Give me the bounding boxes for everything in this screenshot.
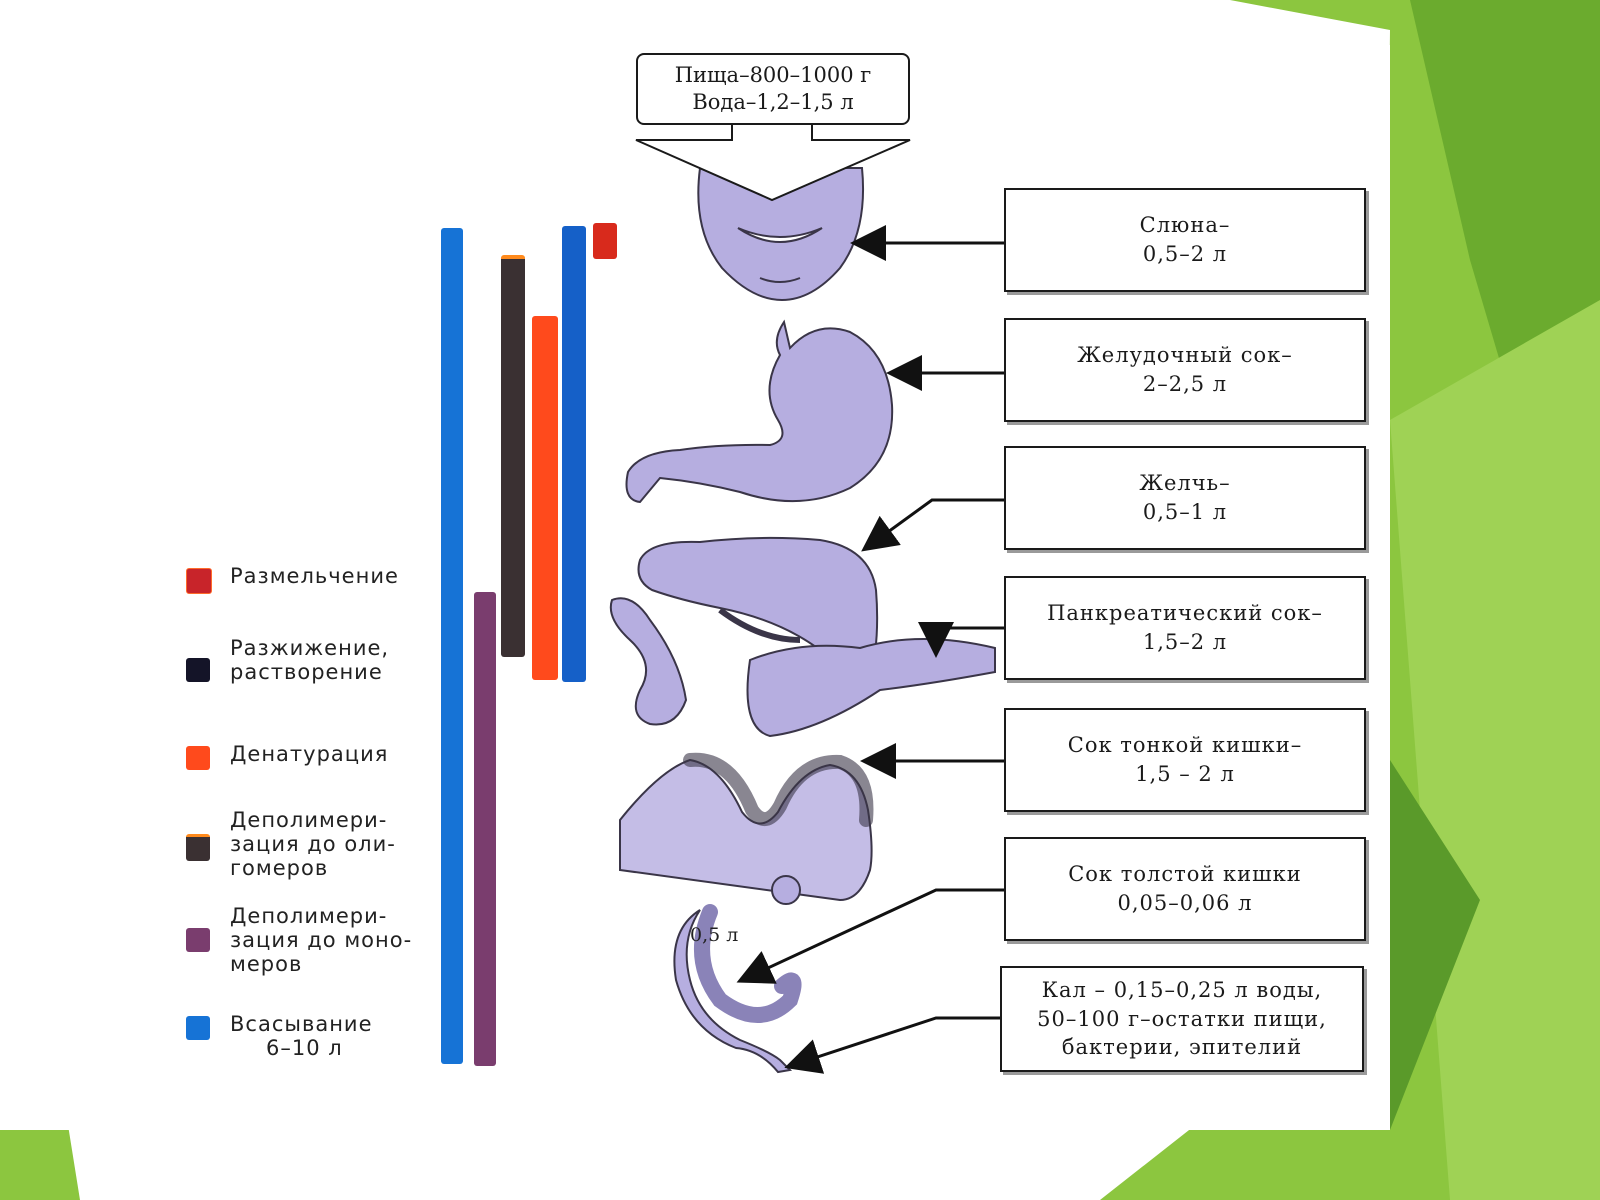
legend-swatch-denaturation [186,746,210,770]
legend-swatch-grinding [186,568,212,594]
large-intestine-icon [673,904,802,1074]
saliva-label: Слюна– [1139,212,1231,237]
saliva-volume: 0,5–2 л [1142,242,1228,266]
small-intestine-juice-label: Сок тонкой кишки– [1067,732,1303,757]
small-intestine-juice-volume: 1,5 – 2 л [1135,762,1235,786]
bar-denaturation [532,316,558,680]
feces-line-3: бактерии, эпителий [1061,1035,1303,1060]
legend-swatch-absorption [186,1016,210,1040]
large-intestine-juice-box: Сок толстой кишки 0,05–0,06 л [1004,837,1366,941]
legend-label-grinding: Размельчение [230,564,399,588]
legend-label-denaturation: Денатурация [230,742,389,766]
intake-food-text: Пища–800–1000 г [674,62,872,87]
bile-label: Желчь– [1139,470,1231,495]
legend-label-monomers: Деполимери- зация до моно- меров [230,904,413,977]
gastric-juice-label: Желудочный сок– [1077,342,1293,367]
large-intestine-juice-volume: 0,05–0,06 л [1117,891,1253,915]
bile-volume: 0,5–1 л [1142,500,1228,524]
feces-box: Кал – 0,15–0,25 л воды, 50–100 г–остатки… [1000,966,1364,1072]
bar-liquefaction [562,226,586,682]
liver-pancreas-icon [609,536,996,738]
bar-absorption [441,228,463,1064]
legend-swatch-monomers [186,928,210,952]
large-intestine-juice-label: Сок толстой кишки [1068,861,1302,886]
intake-box: Пища–800–1000 г Вода–1,2–1,5 л [636,53,910,125]
gastric-juice-volume: 2–2,5 л [1142,372,1228,396]
legend-label-liquefaction: Разжижение, растворение [230,636,390,685]
gastric-juice-box: Желудочный сок– 2–2,5 л [1004,318,1366,422]
legend-swatch-liquefaction [186,658,210,682]
legend-label-oligomers: Деполимери- зация до оли- гомеров [230,808,396,881]
bar-grinding [593,223,617,259]
pancreatic-juice-volume: 1,5–2 л [1142,630,1228,654]
feces-line-1: Кал – 0,15–0,25 л воды, [1041,978,1323,1003]
small-intestine-juice-box: Сок тонкой кишки– 1,5 – 2 л [1004,708,1366,812]
bar-depolymerization-monomers [474,592,496,1066]
legend-swatch-oligomers [186,834,210,861]
bar-depolymerization-oligomers [501,255,525,657]
pancreatic-juice-box: Панкреатический сок– 1,5–2 л [1004,576,1366,680]
small-intestine-icon [619,752,874,905]
colon-volume-note: 0,5 л [690,924,739,946]
stomach-icon [625,319,894,504]
face-icon [697,167,865,302]
saliva-box: Слюна– 0,5–2 л [1004,188,1366,292]
intake-water-text: Вода–1,2–1,5 л [692,90,854,114]
legend-label-absorption: Всасывание 6–10 л [230,1012,373,1061]
feces-line-2: 50–100 г–остатки пищи, [1037,1006,1327,1031]
bile-box: Желчь– 0,5–1 л [1004,446,1366,550]
pancreatic-juice-label: Панкреатический сок– [1047,600,1323,625]
